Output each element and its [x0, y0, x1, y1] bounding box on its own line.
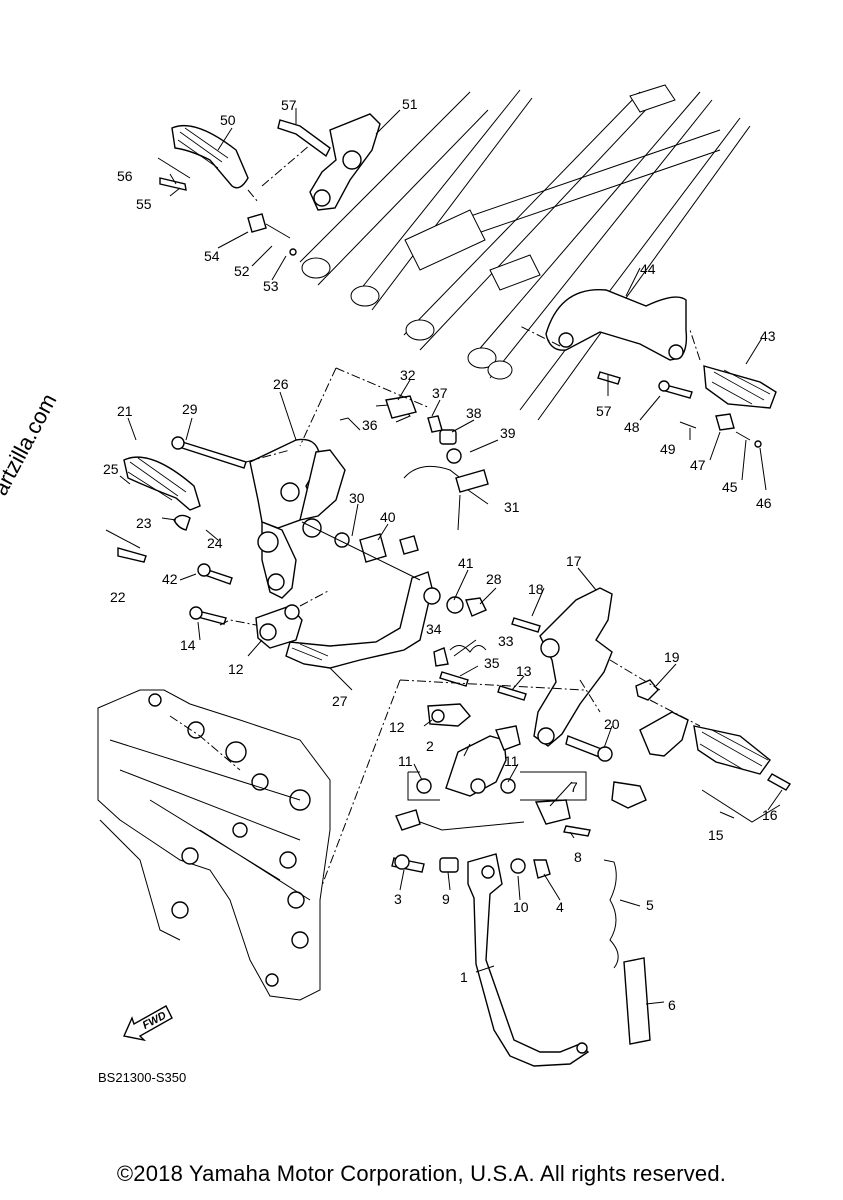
callout-37: 37 — [432, 385, 448, 401]
copyright-notice: ©2018 Yamaha Motor Corporation, U.S.A. A… — [116, 1161, 727, 1186]
callout-32: 32 — [400, 367, 416, 383]
callout-19: 19 — [664, 649, 680, 665]
callout-9: 9 — [442, 891, 450, 907]
callout-13: 13 — [516, 663, 532, 679]
rider-footrest-group — [105, 436, 346, 649]
callout-8: 8 — [574, 849, 582, 865]
callout-46: 46 — [756, 495, 772, 511]
callout-45: 45 — [722, 479, 738, 495]
callout-12b: 12 — [389, 719, 405, 735]
brake-pedal-group — [285, 367, 489, 687]
callout-3: 3 — [394, 891, 402, 907]
callout-17: 17 — [566, 553, 582, 569]
callout-28: 28 — [486, 571, 502, 587]
callout-57b: 57 — [596, 403, 612, 419]
callout-40: 40 — [380, 509, 396, 525]
callout-47: 47 — [690, 457, 706, 473]
callout-16: 16 — [762, 807, 778, 823]
callout-4: 4 — [556, 899, 564, 915]
callout-33: 33 — [498, 633, 514, 649]
right-footrest-bracket — [519, 289, 777, 448]
callout-53: 53 — [263, 278, 279, 294]
callout-35: 35 — [484, 655, 500, 671]
callout-31: 31 — [504, 499, 520, 515]
callout-11b: 11 — [504, 753, 519, 769]
leader-lines — [119, 108, 783, 1005]
callout-55: 55 — [136, 196, 152, 212]
callout-43: 43 — [760, 328, 776, 344]
callout-44: 44 — [640, 261, 656, 277]
callout-54: 54 — [204, 248, 220, 264]
callout-15: 15 — [708, 827, 724, 843]
callout-27: 27 — [332, 693, 348, 709]
callout-14: 14 — [180, 637, 196, 653]
callout-7: 7 — [570, 779, 578, 795]
callout-26: 26 — [273, 376, 289, 392]
reference-code: BS21300-S350 — [98, 1070, 187, 1085]
callout-51: 51 — [402, 96, 418, 112]
callout-2: 2 — [426, 738, 434, 754]
callout-25: 25 — [103, 461, 119, 477]
callout-29: 29 — [182, 401, 198, 417]
callout-48: 48 — [624, 419, 640, 435]
callout-41: 41 — [458, 555, 474, 571]
callout-labels: 1 2 3 4 5 6 7 8 9 10 11 11 12 12 13 14 1… — [103, 96, 778, 1013]
main-frame-section — [97, 689, 331, 1001]
callout-42: 42 — [162, 571, 178, 587]
callout-23: 23 — [136, 515, 152, 531]
forward-arrow-icon: FWD — [123, 1005, 173, 1042]
callout-20: 20 — [604, 716, 620, 732]
callout-24: 24 — [207, 535, 223, 551]
callout-39: 39 — [500, 425, 516, 441]
callout-6: 6 — [668, 997, 676, 1013]
sidestand-group — [279, 679, 651, 1067]
callout-56: 56 — [117, 168, 133, 184]
callout-49: 49 — [660, 441, 676, 457]
callout-5: 5 — [646, 897, 654, 913]
callout-38: 38 — [466, 405, 482, 421]
callout-11a: 11 — [398, 753, 413, 769]
passenger-footrest-group — [157, 113, 381, 256]
callout-22: 22 — [110, 589, 126, 605]
rider-footrest-right — [497, 587, 792, 823]
callout-34: 34 — [426, 621, 442, 637]
callout-36: 36 — [362, 417, 378, 433]
callout-10: 10 — [513, 899, 529, 915]
callout-12a: 12 — [228, 661, 244, 677]
callout-52: 52 — [234, 263, 250, 279]
frame-rails — [299, 84, 751, 421]
callout-50: 50 — [220, 112, 236, 128]
callout-1: 1 — [460, 969, 468, 985]
callout-21: 21 — [117, 403, 133, 419]
callout-57a: 57 — [281, 97, 297, 113]
callout-18: 18 — [528, 581, 544, 597]
callout-30: 30 — [349, 490, 365, 506]
